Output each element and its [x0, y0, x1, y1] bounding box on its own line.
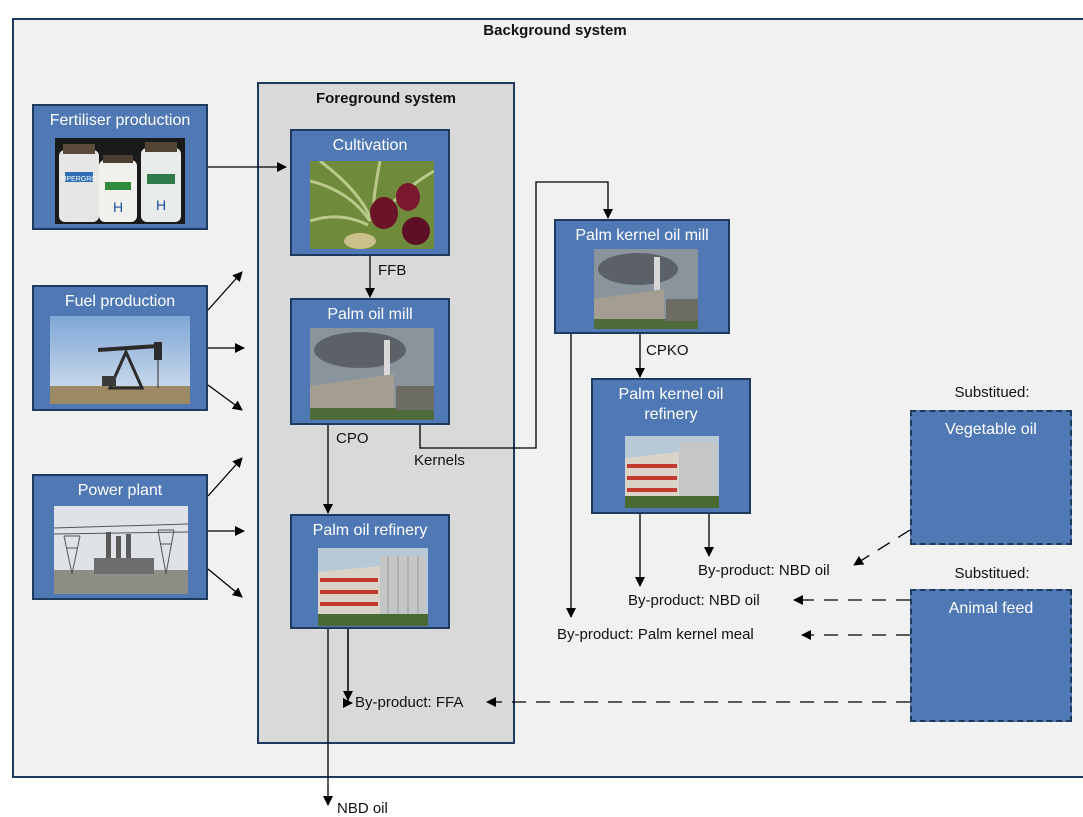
- process-palm-oil-refinery: Palm oil refinery: [290, 514, 450, 629]
- process-power-plant: Power plant: [32, 474, 208, 600]
- palm-kernel-oil-refinery-image: [625, 436, 719, 508]
- palm-fruit-image: [310, 161, 434, 249]
- foreground-system-title: Foreground system: [315, 90, 457, 107]
- arrow-power-out-1: [207, 457, 243, 497]
- byproduct-ffa: By-product: FFA: [355, 694, 464, 711]
- process-title: Fuel production: [64, 293, 176, 310]
- substituted-label-2: Substitued:: [954, 565, 1030, 582]
- flow-label-nbd-oil: NBD oil: [337, 800, 388, 817]
- process-palm-kernel-oil-refinery: Palm kernel oil refinery: [591, 378, 751, 514]
- arrow-kernels: [419, 181, 613, 449]
- oil-pump-jack-image: [50, 316, 190, 404]
- process-fuel-production: Fuel production: [32, 285, 208, 411]
- process-title: Palm kernel oil refinery: [618, 386, 724, 423]
- arrow-substitute-vegetable-oil: [853, 529, 911, 566]
- palm-kernel-oil-mill-image: [594, 249, 698, 329]
- process-title: Cultivation: [332, 137, 408, 154]
- background-system-title: Background system: [483, 22, 627, 39]
- process-fertiliser-production: Fertiliser production UPERGRO H H: [32, 104, 208, 230]
- process-palm-oil-mill: Palm oil mill: [290, 298, 450, 425]
- substituted-vegetable-oil-box: Vegetable oil: [910, 410, 1072, 545]
- byproduct-palm-kernel-meal: By-product: Palm kernel meal: [557, 626, 754, 643]
- substituted-animal-feed-box: Animal feed: [910, 589, 1072, 722]
- arrow-fuel-out-3: [207, 384, 243, 411]
- process-title: Palm oil refinery: [312, 522, 428, 539]
- process-title: Power plant: [77, 482, 163, 499]
- palm-oil-mill-image: [310, 328, 434, 420]
- process-title: Palm kernel oil mill: [575, 227, 709, 244]
- byproduct-nbd-oil-2: By-product: NBD oil: [628, 592, 760, 609]
- flow-label-cpo: CPO: [336, 430, 369, 447]
- bag-label-3: H: [156, 197, 166, 213]
- fertiliser-bags-image: UPERGRO H H: [55, 138, 185, 224]
- flow-label-kernels: Kernels: [414, 452, 465, 469]
- substituted-label-1: Substitued:: [954, 384, 1030, 401]
- arrow-fuel-out-1: [207, 271, 243, 311]
- bag-label-2: H: [113, 199, 123, 215]
- bag-label-1: UPERGRO: [61, 176, 97, 183]
- palm-oil-refinery-image: [318, 548, 428, 626]
- process-title: Fertiliser production: [49, 112, 191, 129]
- process-title: Palm oil mill: [327, 306, 413, 323]
- byproduct-nbd-oil-1: By-product: NBD oil: [698, 562, 830, 579]
- power-plant-image: [54, 506, 188, 594]
- process-palm-kernel-oil-mill: Palm kernel oil mill: [554, 219, 730, 334]
- substituted-title: Animal feed: [948, 600, 1034, 617]
- arrow-power-out-3: [207, 568, 243, 598]
- flow-label-cpko: CPKO: [646, 342, 689, 359]
- flow-label-ffb: FFB: [378, 262, 407, 279]
- substituted-title: Vegetable oil: [945, 421, 1037, 438]
- process-cultivation: Cultivation: [290, 129, 450, 256]
